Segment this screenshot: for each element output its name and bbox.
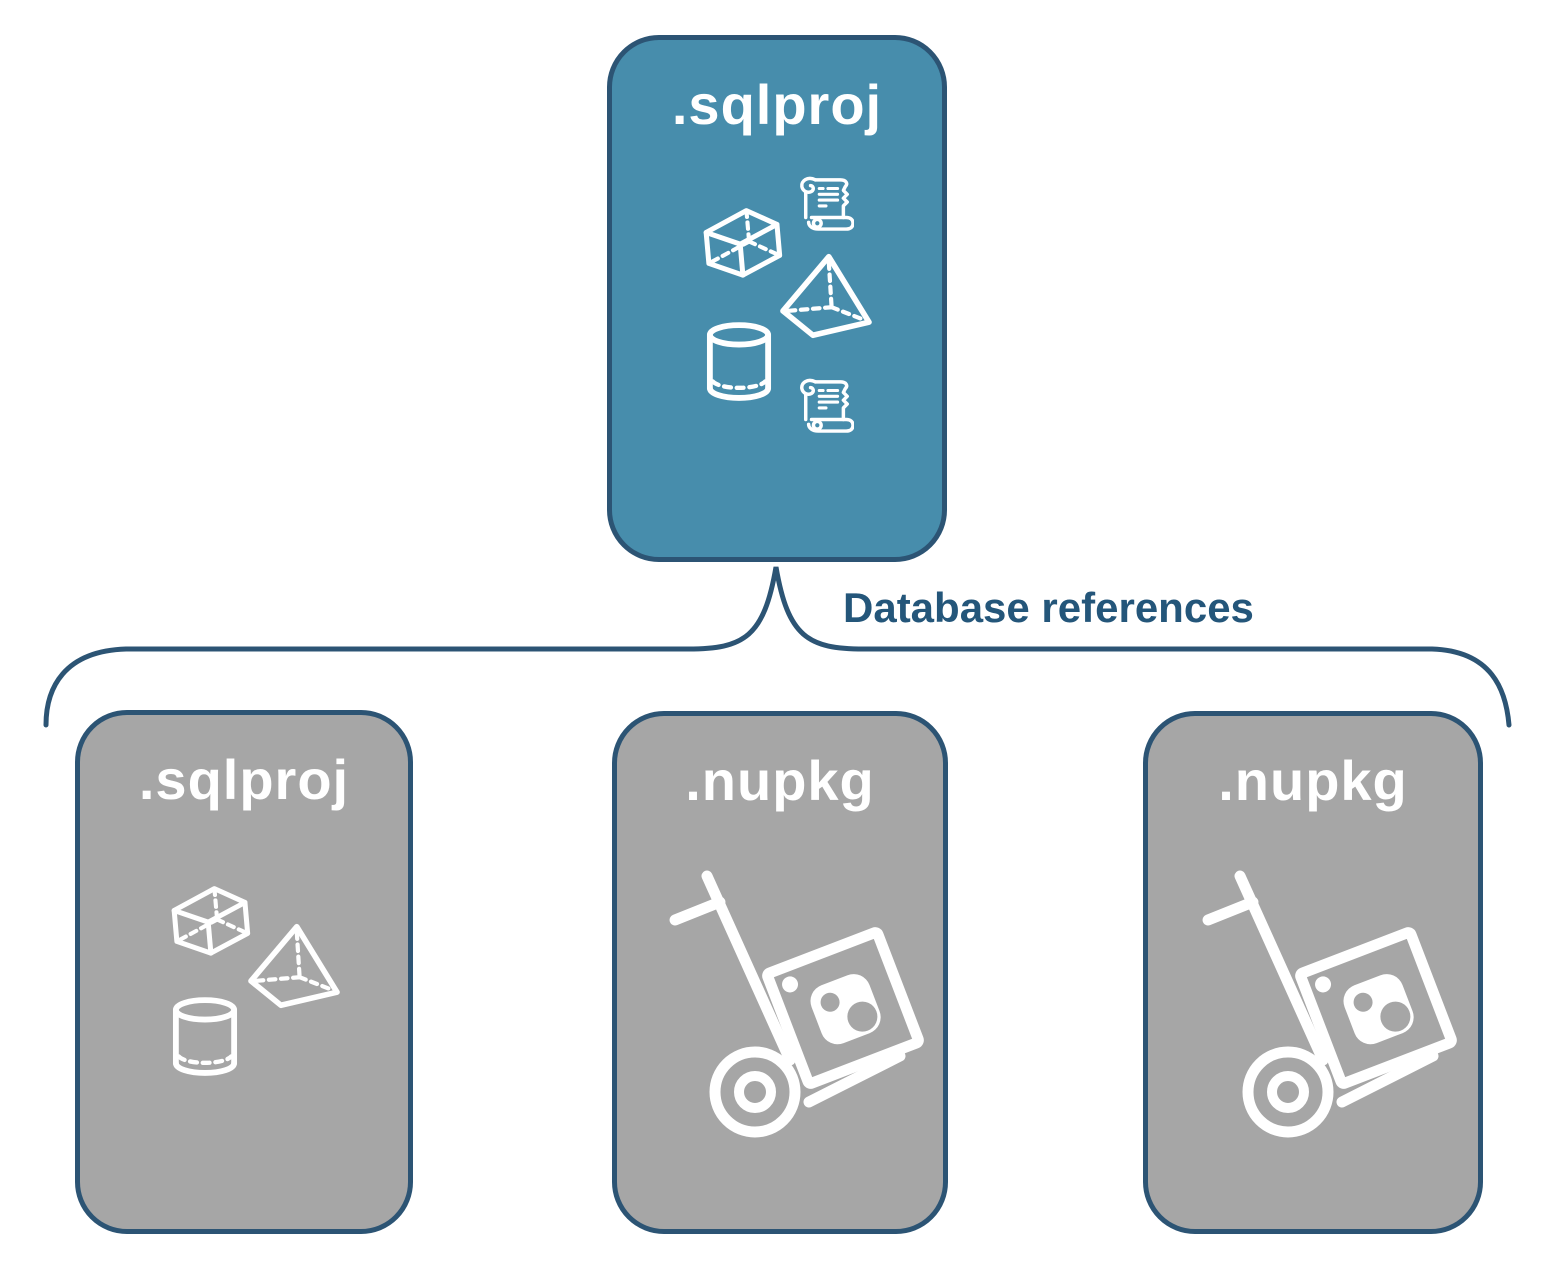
hand-truck-icon (1195, 864, 1475, 1144)
node-title: .nupkg (685, 749, 875, 812)
root-node-sqlproj: .sqlproj (607, 35, 947, 562)
child-node-sqlproj: .sqlproj (75, 710, 413, 1234)
child-node-nupkg-2: .nupkg (1143, 711, 1483, 1234)
hand-truck-icon (662, 864, 942, 1144)
node-title: .sqlproj (671, 73, 883, 136)
pyramid-icon (242, 923, 346, 1009)
child-node-nupkg-1: .nupkg (612, 711, 948, 1234)
pyramid-icon (775, 253, 877, 339)
cylinder-icon (706, 322, 772, 404)
scroll-icon (798, 174, 854, 232)
cube-icon (695, 198, 790, 289)
scroll-icon (798, 376, 854, 434)
node-title: .sqlproj (138, 748, 350, 811)
connector-label: Database references (843, 584, 1254, 631)
node-title: .nupkg (1218, 749, 1408, 812)
cylinder-icon (172, 997, 238, 1079)
cube-icon (164, 876, 257, 967)
